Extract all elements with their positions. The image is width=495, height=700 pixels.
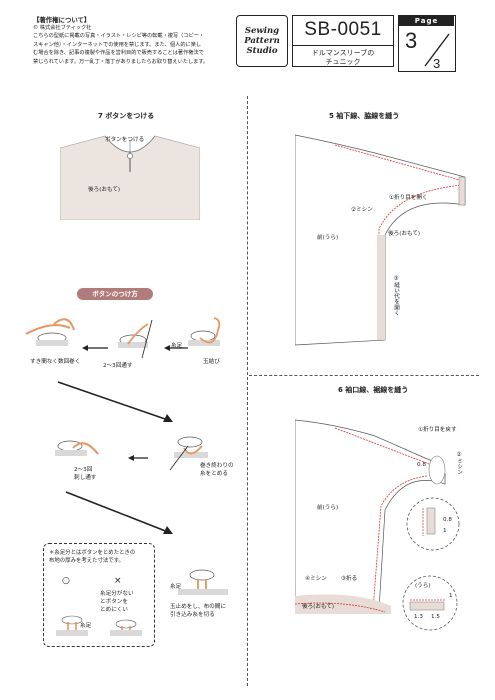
step6-dim5: 1.3	[414, 614, 423, 620]
product-code: SB-0051	[304, 19, 382, 40]
step5-open-seam: ③縫い代を開く	[393, 276, 399, 316]
note-good-mark: ○	[62, 576, 70, 586]
step6-fold-back: ①折り目を戻す	[418, 427, 457, 433]
step7-back-label: 後ろ(おもて)	[88, 187, 121, 193]
step6-title: 6 袖口線、裾線を縫う	[338, 386, 409, 394]
step5-sew: ②ミシン	[351, 207, 373, 213]
itofoot-label: 糸足	[171, 343, 183, 349]
product-divider	[293, 45, 393, 46]
copyright-body: © 株式会社ブティック社 こちらの型紙に掲載の写真・イラスト・レシピ等の転載・複…	[33, 25, 209, 65]
page-current: 3	[405, 28, 418, 53]
page-total: 3	[433, 56, 441, 71]
step6-dim2: 0.8	[443, 517, 452, 523]
note-bad-mark: ×	[114, 576, 122, 586]
copyright-title: 【著作権について】	[33, 16, 91, 24]
tama-dome-label: 玉止めをし、布の間に 引き込み糸を切る	[170, 604, 226, 618]
step7-title: 7 ボタンをつける	[98, 112, 155, 120]
step6-sew2: ②ミシン	[456, 452, 462, 475]
logo-line-3: Studio	[246, 46, 278, 56]
step6-fold: ③折る	[341, 576, 358, 582]
step6-back: 後ろ(おもて)	[302, 604, 335, 610]
step7-button-label: ボタンをつける	[105, 137, 145, 143]
button-howto-illustrations	[25, 317, 221, 534]
step6-detail-1	[406, 497, 460, 551]
page-slash-icon	[424, 33, 450, 67]
step6-dim1: 0.8	[417, 462, 426, 468]
product-box: SB-0051 ドルマンスリーブの チュニック	[292, 15, 394, 67]
wrap-end-label: 巻き終わりの 糸をとめる	[200, 463, 234, 477]
product-name: ドルマンスリーブの チュニック	[311, 49, 375, 66]
twothree-b-label: 2～3回 刺し通す	[74, 467, 97, 481]
step6-illustration	[295, 419, 446, 614]
step5-front: 前(うら)	[317, 235, 339, 241]
note-itofoot: 糸足	[80, 623, 92, 629]
button-howto-title: ボタンのつけ方	[77, 288, 153, 300]
step6-ura: (うら)	[415, 583, 431, 589]
note-bad-desc: 糸足分がない とボタンを とめにくい	[100, 591, 134, 613]
step6-dim3: 1	[443, 528, 447, 534]
step6-dim4: 1	[449, 593, 453, 599]
logo-line-1: Sewing	[244, 26, 280, 36]
note-box: ＊糸足分とはボタンをとめたときの 布地の厚みを考えた寸法です。 ○ × 糸足分が…	[43, 543, 155, 647]
logo-line-2: Pattern	[244, 36, 280, 46]
twothree-label: 2～3回通す	[103, 363, 133, 369]
step5-back: 後ろ(おもて)	[388, 231, 421, 237]
itofoot2-label: 糸足	[170, 584, 182, 590]
step6-dim6: 1.5	[431, 614, 440, 620]
tamamusubi-label: 玉結び	[203, 359, 220, 365]
step6-sew4: ④ミシン	[305, 576, 327, 582]
step6-front: 前(うら)	[317, 505, 339, 511]
note-text: ＊糸足分とはボタンをとめたときの 布地の厚みを考えた寸法です。	[49, 550, 136, 564]
step6-detail-2	[402, 575, 458, 631]
step7-garment-illustration	[60, 135, 200, 220]
page-label: Page	[399, 16, 454, 26]
wrap-label: すき間なく数回巻く	[30, 359, 81, 365]
horizontal-divider	[249, 375, 479, 376]
page-indicator: Page 3 3	[398, 15, 456, 72]
vertical-divider	[247, 96, 248, 686]
step5-illustration	[295, 134, 466, 346]
step5-title: 5 袖下線、脇線を縫う	[329, 112, 400, 120]
note-button-compare-illustration	[56, 615, 142, 636]
step5-fold-open: ①折り目を開く	[389, 195, 428, 201]
final-button-illustration	[178, 569, 228, 595]
brand-logo: Sewing Pattern Studio	[236, 15, 288, 67]
